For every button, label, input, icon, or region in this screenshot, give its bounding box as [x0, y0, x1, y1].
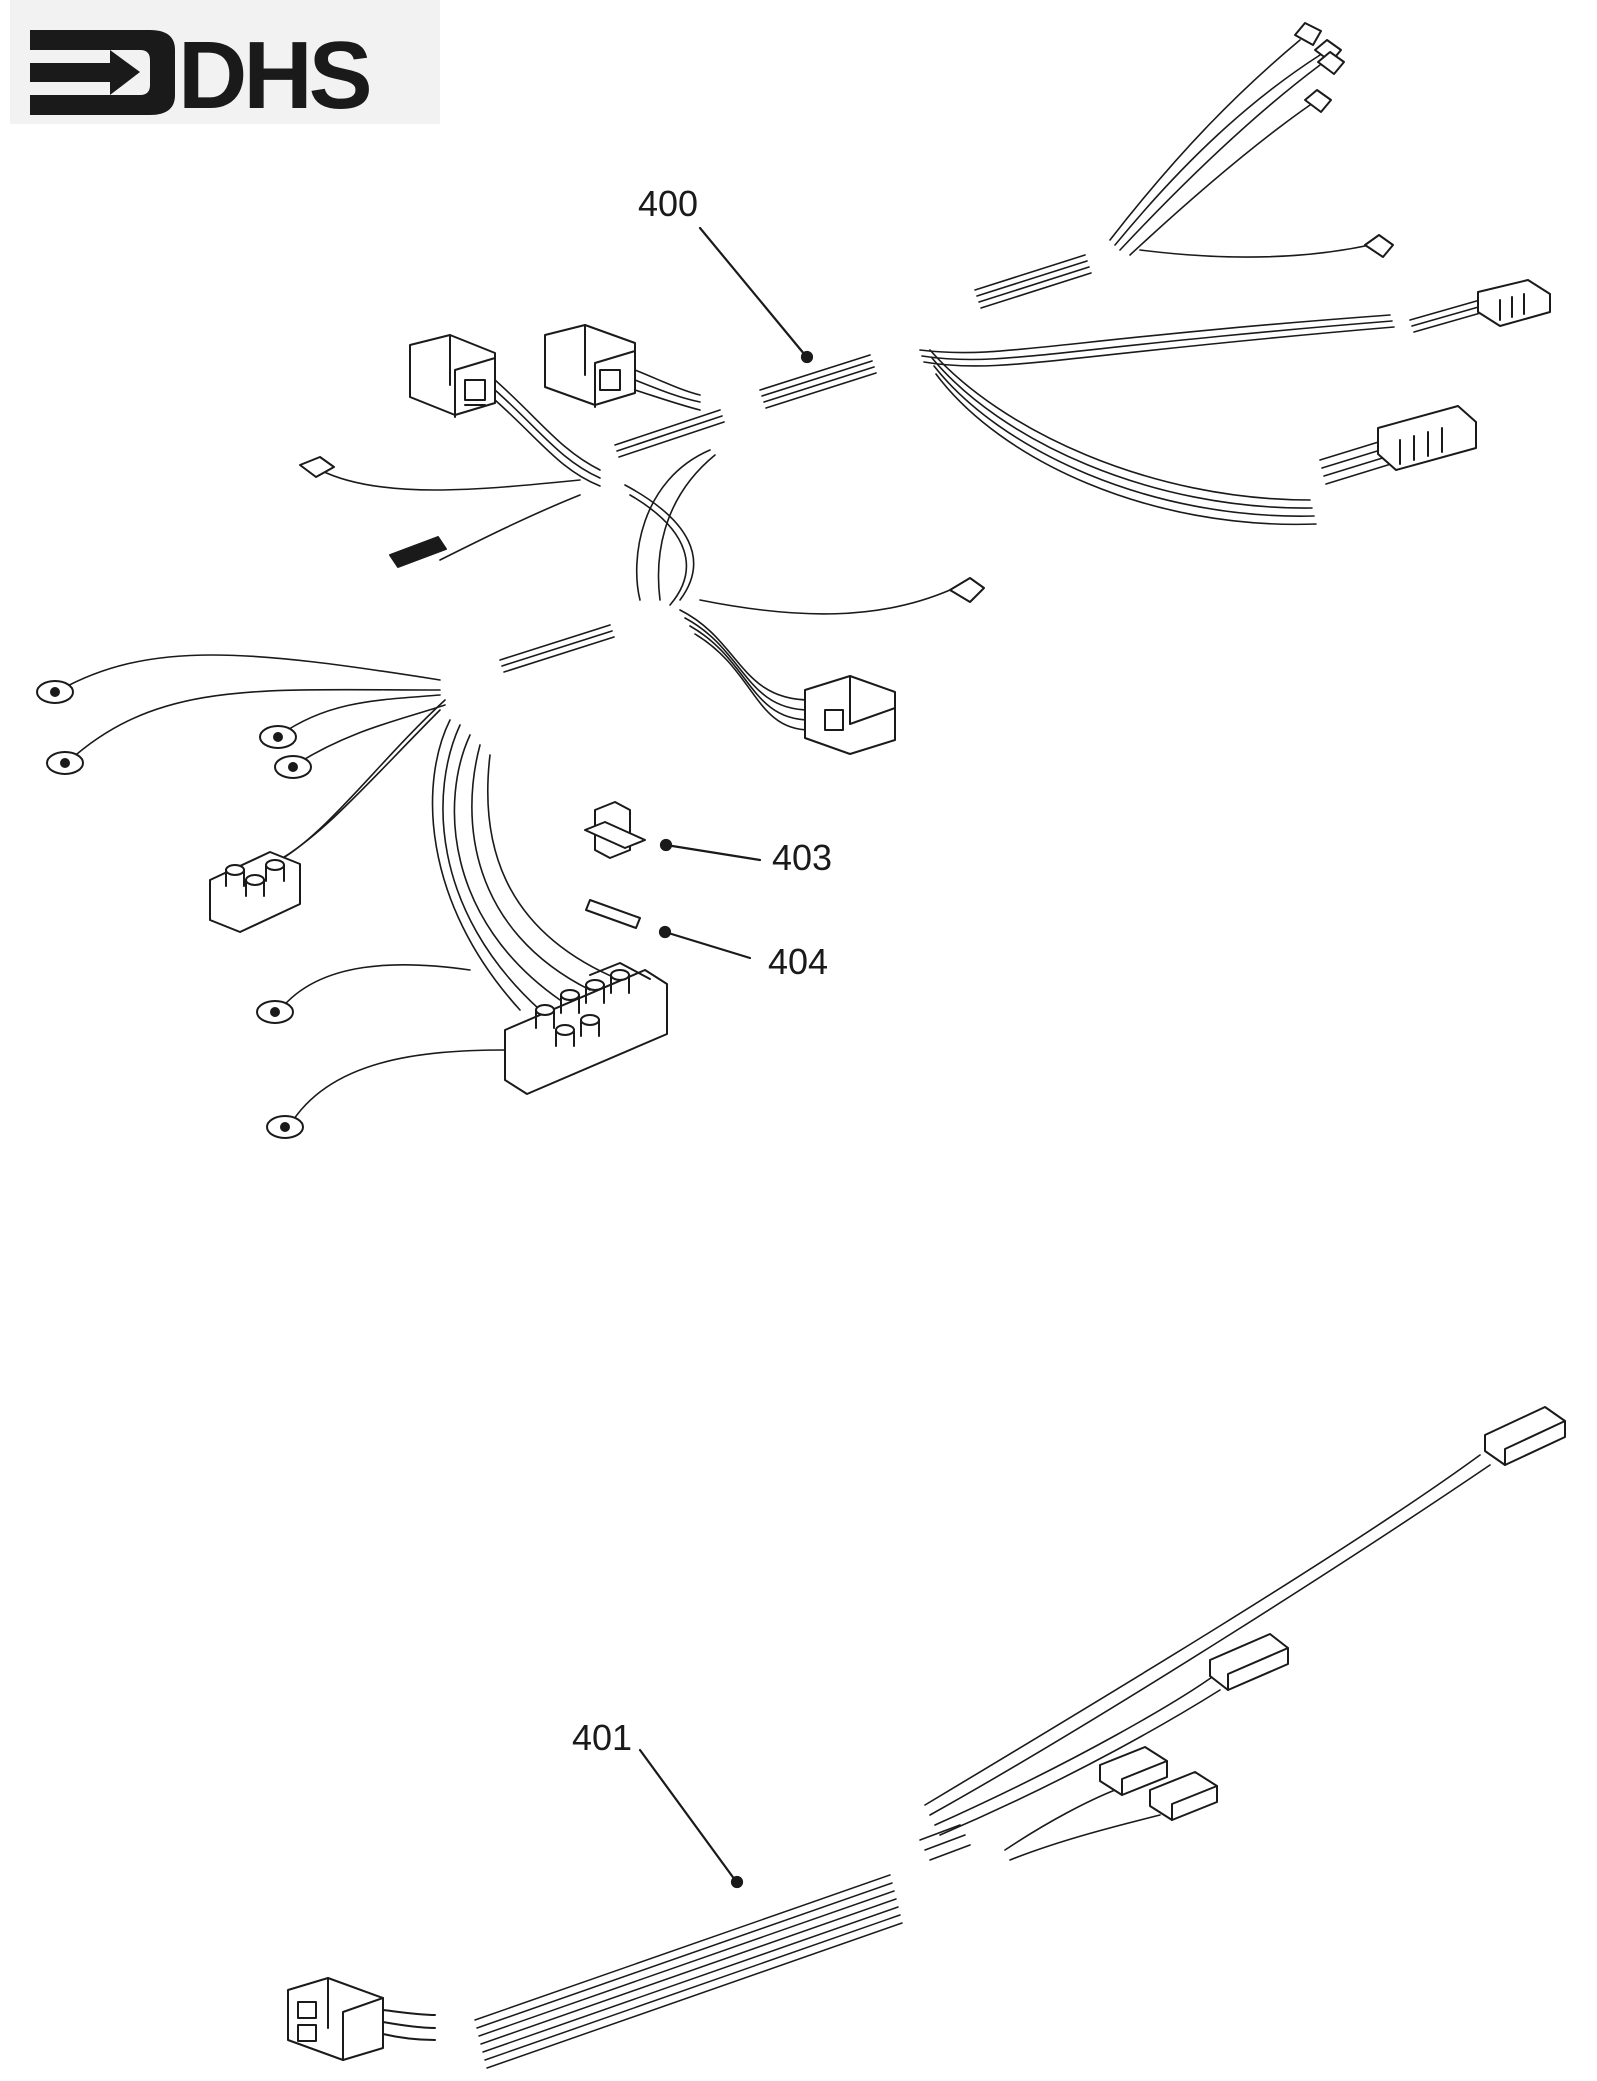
fuse-icon [585, 899, 641, 929]
leader-line-401 [638, 1748, 737, 1882]
left-spade-wire [319, 469, 581, 561]
six-pin-connector-icon [544, 324, 636, 408]
two-pin-connector-icon [1149, 1771, 1218, 1821]
leader-lines [638, 226, 814, 1889]
six-pin-connector-icon [287, 1977, 436, 2061]
callout-403: 403 [772, 837, 833, 878]
leader-line-403 [664, 843, 762, 862]
fuse-holder-icon [584, 801, 646, 859]
ring-terminal-wires [59, 654, 506, 1126]
spade-terminal-icon [949, 577, 985, 603]
spade-terminal-icon [299, 456, 335, 478]
six-pin-connector-icon [804, 675, 896, 755]
terminal-block-wires [269, 699, 621, 1011]
two-pin-connector-icon [1209, 1633, 1289, 1691]
harness-400 [36, 22, 1551, 1139]
five-way-terminal-block-icon [504, 962, 668, 1095]
harness-401-branches [919, 1454, 1491, 1861]
ring-terminal-icon [36, 680, 312, 1139]
spade-terminal-icon [1294, 22, 1394, 258]
callout-401: 401 [572, 1717, 633, 1758]
mid-right-branches [679, 589, 951, 731]
five-pin-connector-icon [1377, 405, 1477, 471]
logo-text: DHS [178, 22, 370, 129]
harness-401-trunk [474, 1874, 903, 2069]
six-pin-connector-icon [409, 334, 496, 418]
long-bundle [919, 314, 1395, 526]
two-pin-connector-icon [1484, 1406, 1566, 1466]
harness-400-trunk [499, 254, 1092, 673]
leader-line-400 [698, 226, 807, 357]
two-way-terminal-block-icon [209, 851, 301, 933]
leader-line-404 [663, 930, 752, 960]
top-right-branches [1109, 39, 1485, 333]
harness-401 [287, 1406, 1566, 2069]
arrow-bracket-logo-icon [30, 30, 175, 115]
three-pin-connector-icon [1477, 279, 1551, 327]
middle-loop [624, 449, 716, 606]
connector-wires [494, 369, 701, 487]
callout-400: 400 [638, 183, 699, 224]
sensor-probe-icon [389, 536, 447, 568]
two-pin-connector-icon [1099, 1746, 1168, 1796]
dhs-logo: DHS [30, 22, 374, 129]
callout-404: 404 [768, 941, 829, 982]
